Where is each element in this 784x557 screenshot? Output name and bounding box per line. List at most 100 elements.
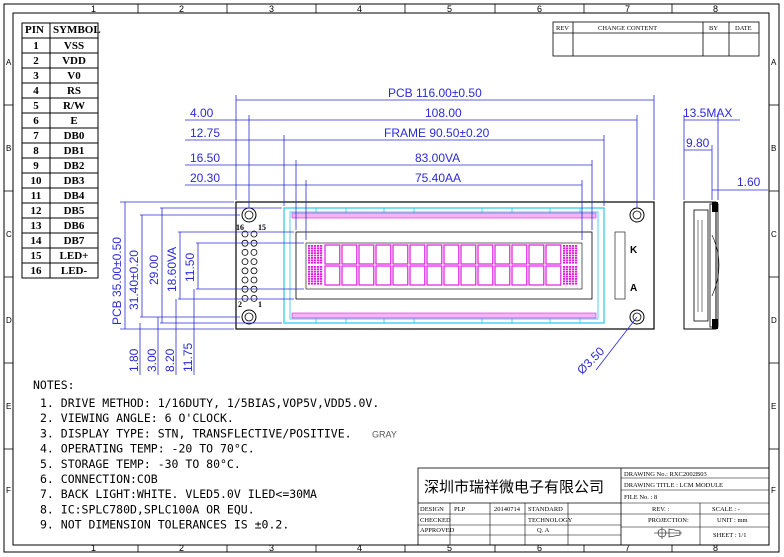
- a-label: A: [630, 283, 637, 294]
- k-label: K: [630, 245, 638, 256]
- hole-pitch-dim: 108.00: [425, 106, 462, 120]
- pixel-dot: [311, 259, 314, 262]
- pixel-dot: [311, 257, 314, 259]
- pixel-dot: [320, 259, 323, 262]
- thickness-body-dim: 9.80: [686, 136, 710, 150]
- pixel-dot: [311, 282, 314, 285]
- pixel-dot: [569, 280, 572, 283]
- projection-field: PROJECTION:: [648, 517, 689, 524]
- va-offset-dim: 16.50: [190, 151, 220, 165]
- char-cell: [443, 265, 460, 286]
- pixel-dot: [314, 257, 317, 259]
- pixel-dot: [317, 247, 320, 250]
- pixel-dot: [575, 249, 578, 252]
- va-width-dim: 83.00VA: [415, 151, 460, 165]
- char-cell: [477, 265, 494, 286]
- pin-number: 15: [31, 250, 43, 262]
- pixel-dot: [563, 266, 566, 268]
- pixel-dot: [575, 245, 578, 247]
- pixel-dot: [572, 245, 575, 247]
- pixel-dot: [575, 257, 578, 259]
- pixel-dot: [575, 259, 578, 262]
- pixel-dot: [566, 280, 569, 283]
- pin-header: PIN: [25, 24, 44, 36]
- char-cell: [545, 265, 562, 286]
- pin-number: 7: [33, 130, 39, 142]
- frame-height-dim: 29.00: [147, 255, 161, 285]
- pixel-dot: [317, 252, 320, 254]
- pixel-dot: [563, 249, 566, 252]
- pixel-dot: [569, 273, 572, 275]
- pixel-dot: [566, 259, 569, 262]
- pixel-dot: [308, 266, 311, 268]
- char-cell: [409, 265, 426, 286]
- char-cell: [477, 244, 494, 265]
- mount-hole-br: [629, 309, 645, 325]
- note-item: 6. CONNECTION:COB: [40, 472, 158, 486]
- pixel-dot: [566, 275, 569, 278]
- header-pin: [241, 276, 249, 284]
- pixel-dot: [308, 280, 311, 283]
- pixel-dot: [311, 245, 314, 247]
- pixel-dot: [572, 270, 575, 273]
- pixel-dot: [320, 249, 323, 252]
- pixel-dot: [311, 275, 314, 278]
- pixel-dot: [320, 273, 323, 275]
- header-pin: [241, 230, 249, 238]
- pixel-dot: [575, 254, 578, 257]
- pixel-dot: [572, 259, 575, 262]
- pixel-dot: [569, 278, 572, 280]
- pixel-dot: [317, 245, 320, 247]
- pin-symbol: DB3: [64, 175, 85, 187]
- rev-header: REV: [556, 25, 569, 32]
- pin-number: 1: [33, 40, 39, 52]
- pixel-dot: [311, 270, 314, 273]
- pixel-dot: [566, 252, 569, 254]
- pixel-dot: [572, 247, 575, 250]
- pixel-dot: [566, 257, 569, 259]
- pixel-dot: [563, 278, 566, 280]
- pixel-dot: [311, 268, 314, 271]
- frame-outline: [283, 207, 605, 324]
- pixel-dot: [572, 280, 575, 283]
- pin-number: 11: [31, 190, 41, 202]
- pin-header: [241, 230, 258, 302]
- grid-col-label: 5: [447, 4, 452, 14]
- pixel-dot: [314, 266, 317, 268]
- pixel-dot: [569, 252, 572, 254]
- mount-hole-tr: [629, 207, 645, 223]
- pin-symbol: RS: [67, 85, 81, 97]
- grid-col-label: 2: [179, 4, 184, 14]
- pixel-dot: [572, 266, 575, 268]
- pixel-dot: [317, 275, 320, 278]
- char-cell: [375, 244, 392, 265]
- frame-offset-dim: 12.75: [190, 126, 220, 140]
- unit-field: UNIT : mm: [717, 517, 748, 524]
- pin-number: 5: [33, 100, 39, 112]
- pin-symbol: DB6: [64, 220, 85, 232]
- pixel-dot: [575, 280, 578, 283]
- pin-symbol: DB4: [64, 190, 85, 202]
- pixel-dot: [311, 261, 314, 264]
- active-area: [305, 242, 583, 290]
- pixel-dot: [320, 270, 323, 273]
- char-cell: [341, 265, 358, 286]
- grid-col-label: 1: [91, 4, 96, 14]
- pixel-dot: [563, 270, 566, 273]
- pixel-dot: [320, 261, 323, 264]
- pixel-dot: [314, 254, 317, 257]
- pixel-dot: [314, 261, 317, 264]
- pin-symbol: R/W: [63, 100, 85, 112]
- va-height-dim: 18.60VA: [165, 247, 179, 292]
- header-pin: [241, 248, 249, 256]
- grid-col-label: 1: [91, 543, 96, 553]
- pixel-dot: [311, 273, 314, 275]
- header-pin: [250, 267, 258, 275]
- pin-number: 6: [33, 115, 39, 127]
- grid-col-label: 8: [713, 4, 718, 14]
- aa-width-dim: 75.40AA: [415, 171, 461, 185]
- pin2-label: 2: [238, 300, 242, 309]
- pixel-dot: [575, 261, 578, 264]
- bottom-dim-2: 3.00: [145, 348, 159, 372]
- pixel-dot: [308, 273, 311, 275]
